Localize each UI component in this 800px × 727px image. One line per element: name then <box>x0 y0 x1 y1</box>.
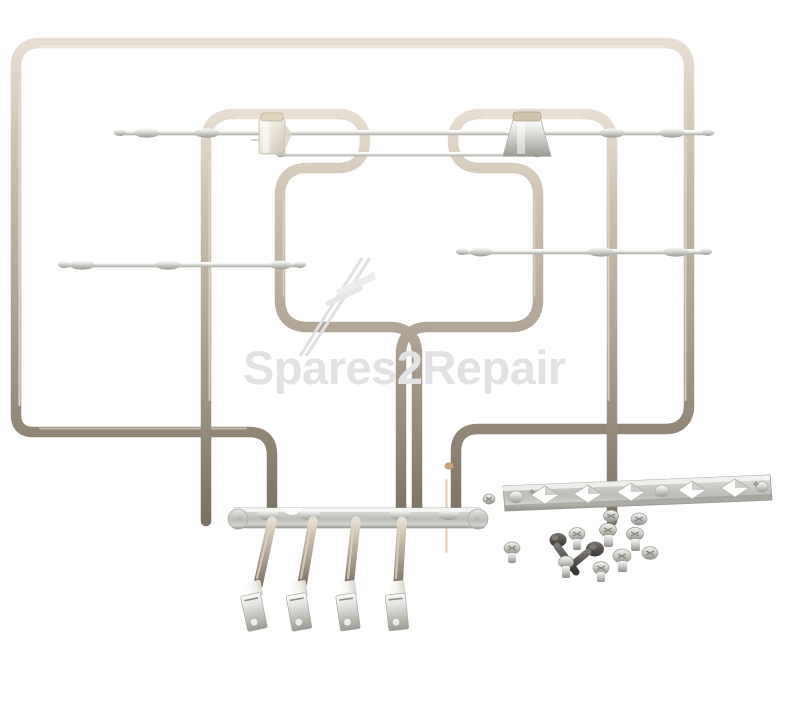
screw <box>612 548 632 572</box>
screw <box>592 561 610 582</box>
screw <box>503 541 521 563</box>
bracket-diamond-cutout <box>530 478 750 505</box>
support-bar-mid <box>58 247 712 270</box>
screw <box>568 527 586 550</box>
bar-collar <box>134 128 685 138</box>
terminal-pin <box>385 516 409 632</box>
terminal-pin <box>240 516 277 632</box>
terminal-pin <box>335 516 401 632</box>
screw <box>482 493 496 505</box>
ceramic-block-left <box>251 112 292 155</box>
inner-loop-left <box>200 108 423 527</box>
screw <box>603 509 619 523</box>
terminal-pin <box>285 516 318 632</box>
screw <box>641 546 659 560</box>
screw <box>558 555 574 578</box>
outer-loop <box>10 37 695 525</box>
fixing-bracket <box>502 474 773 512</box>
cone-fitting-right <box>502 111 552 157</box>
terminal-pins <box>240 516 409 632</box>
screw <box>630 512 648 526</box>
screw <box>599 523 617 547</box>
screws <box>482 493 659 582</box>
screw <box>626 527 644 551</box>
bracket-round-hole <box>508 481 769 504</box>
